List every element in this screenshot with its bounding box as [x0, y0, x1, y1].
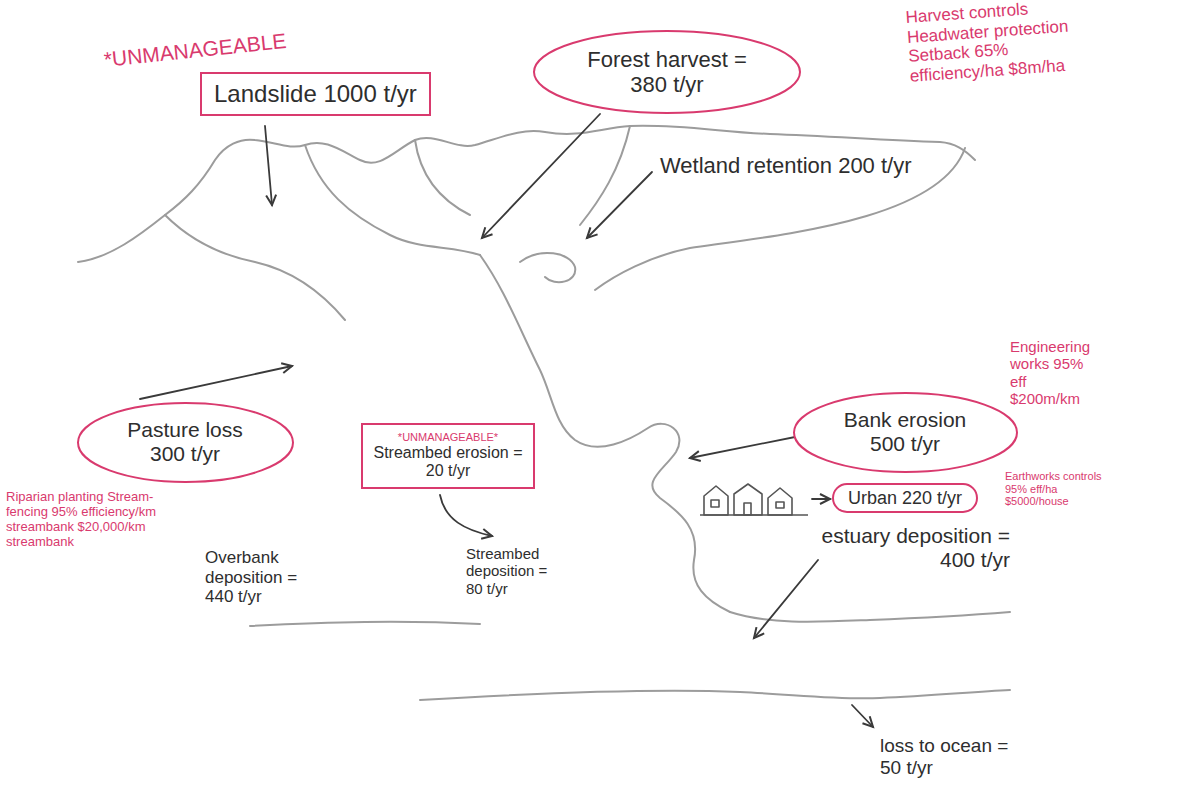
- leader-arrow: [440, 495, 492, 536]
- label-anchor: Riparian planting Stream-fencing 95% eff…: [6, 490, 191, 550]
- leader-arrow: [587, 172, 652, 238]
- valley-line: [580, 126, 630, 225]
- flux-label: Streambed deposition = 80 t/yr: [466, 545, 566, 597]
- valley-line: [415, 140, 470, 215]
- valley-line: [595, 148, 965, 290]
- leader-arrow: [140, 366, 292, 399]
- source-label: Bank erosion 500 t/yr: [833, 408, 978, 456]
- label-anchor: Harvest controls Headwater protection Se…: [905, 8, 1085, 86]
- warning-heading: *UNMANAGEABLE: [103, 29, 288, 72]
- ground-line: [700, 514, 808, 516]
- valley-line: [305, 145, 480, 255]
- source-ellipse: Pasture loss 300 t/yr: [76, 401, 295, 484]
- flux-label: loss to ocean = 50 t/yr: [880, 735, 1030, 779]
- unmanageable-source: *UNMANAGEABLE*Streambed erosion = 20 t/y…: [361, 423, 535, 488]
- label-anchor: Wetland retention 200 t/yr: [660, 153, 912, 178]
- leader-arrow: [812, 498, 830, 500]
- label-anchor: Overbank deposition = 440 t/yr: [205, 548, 330, 607]
- houses: [700, 484, 808, 515]
- house-outline: [734, 484, 762, 515]
- floodplain-line: [250, 622, 480, 626]
- label-anchor: Earthworks controls 95% eff/ha $5000/hou…: [1005, 470, 1105, 508]
- label-anchor: Engineering works 95% eff $200m/km: [1010, 338, 1100, 407]
- house-window: [776, 502, 784, 508]
- source-pill: Urban 220 t/yr: [832, 483, 978, 514]
- house-outline: [704, 486, 728, 515]
- warning-heading: *UNMANAGEABLE*: [398, 431, 498, 444]
- mitigation-note: Engineering works 95% eff $200m/km: [1010, 338, 1100, 407]
- leader-arrow: [852, 705, 873, 727]
- leader-arrow: [690, 436, 800, 458]
- landscape-lines: [78, 126, 1010, 700]
- ridge-line: [165, 215, 345, 320]
- house-door: [744, 503, 751, 515]
- source-label: Streambed erosion = 20 t/yr: [373, 444, 523, 481]
- mitigation-note: Riparian planting Stream-fencing 95% eff…: [6, 490, 191, 550]
- label-anchor: Streambed deposition = 80 t/yr: [466, 545, 566, 597]
- ellipse-outline: [534, 31, 800, 113]
- estuary-shore: [420, 690, 1010, 700]
- leader-arrow: [265, 126, 272, 205]
- source-label: Forest harvest = 380 t/yr: [580, 47, 755, 98]
- flux-label: Overbank deposition = 440 t/yr: [205, 548, 330, 607]
- source-label: Landslide 1000 t/yr: [200, 72, 431, 116]
- source-label: Urban 220 t/yr: [848, 488, 962, 509]
- source-ellipse: Bank erosion 500 t/yr: [792, 391, 1019, 474]
- house-window: [711, 500, 719, 507]
- label-anchor: loss to ocean = 50 t/yr: [880, 735, 1030, 779]
- source-ellipse: Forest harvest = 380 t/yr: [532, 29, 802, 115]
- wetland-loop: [520, 253, 575, 282]
- source-label: Pasture loss 300 t/yr: [115, 418, 255, 466]
- unmanageable-source: *UNMANAGEABLELandslide 1000 t/yr: [104, 48, 431, 116]
- leader-arrow: [754, 560, 818, 638]
- flux-label: estuary deposition = 400 t/yr: [800, 524, 1010, 572]
- house-outline: [768, 488, 792, 515]
- ellipse-outline: [794, 393, 1017, 472]
- ridge-line: [78, 126, 975, 262]
- label-anchor: estuary deposition = 400 t/yr: [800, 524, 1010, 572]
- mitigation-note: Earthworks controls 95% eff/ha $5000/hou…: [1005, 470, 1105, 508]
- flux-label: Wetland retention 200 t/yr: [660, 153, 912, 178]
- ellipse-outline: [78, 403, 293, 482]
- mitigation-note: Harvest controls Headwater protection Se…: [905, 0, 1090, 86]
- leader-arrow: [482, 114, 600, 238]
